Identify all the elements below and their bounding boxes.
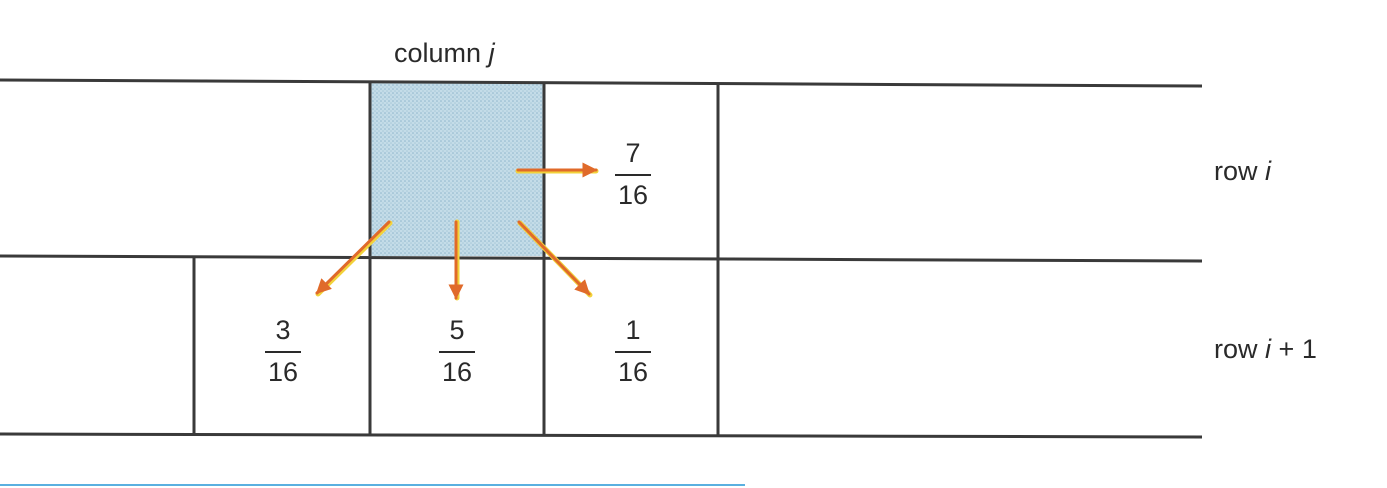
weight-below-right: 1 16 xyxy=(603,315,663,387)
grid-lines xyxy=(0,78,1203,439)
row-i1-bottom-line xyxy=(0,432,1203,439)
row-boundary-line xyxy=(0,254,1203,263)
weight-below-right-denominator: 16 xyxy=(617,357,649,387)
arrow-right xyxy=(515,162,599,178)
column-label-word: column xyxy=(394,38,482,68)
fraction-bar xyxy=(615,174,651,176)
weight-right-denominator: 16 xyxy=(617,180,649,210)
fraction-bar xyxy=(439,351,475,353)
row-i1-label-word: row xyxy=(1214,334,1258,364)
column-label: column j xyxy=(394,38,495,68)
row-i-label: row i xyxy=(1214,156,1271,186)
weight-right-numerator: 7 xyxy=(625,138,641,168)
weight-below-numerator: 5 xyxy=(449,315,465,345)
arrow-below-left xyxy=(315,220,393,297)
fraction-bar xyxy=(615,351,651,353)
row-i1-label-suffix: + 1 xyxy=(1278,334,1317,364)
row-i-top-line xyxy=(0,78,1203,88)
weight-below-left: 3 16 xyxy=(253,315,313,387)
fraction-bar xyxy=(265,351,301,353)
weight-below-left-numerator: 3 xyxy=(275,315,291,345)
diffusion-arrows xyxy=(315,162,599,301)
weight-below-right-numerator: 1 xyxy=(625,315,641,345)
arrow-below xyxy=(448,219,464,301)
weight-right: 7 16 xyxy=(603,138,663,210)
row-i1-label: row i + 1 xyxy=(1214,334,1317,364)
row-i-label-var: i xyxy=(1265,156,1272,186)
arrow-below-right xyxy=(517,220,593,298)
weight-below-left-denominator: 16 xyxy=(267,357,299,387)
row-i1-label-var: i xyxy=(1265,334,1272,364)
column-label-var: j xyxy=(488,38,495,68)
weight-below: 5 16 xyxy=(427,315,487,387)
row-i-label-word: row xyxy=(1214,156,1258,186)
bottom-rule xyxy=(0,484,745,486)
weight-below-denominator: 16 xyxy=(441,357,473,387)
